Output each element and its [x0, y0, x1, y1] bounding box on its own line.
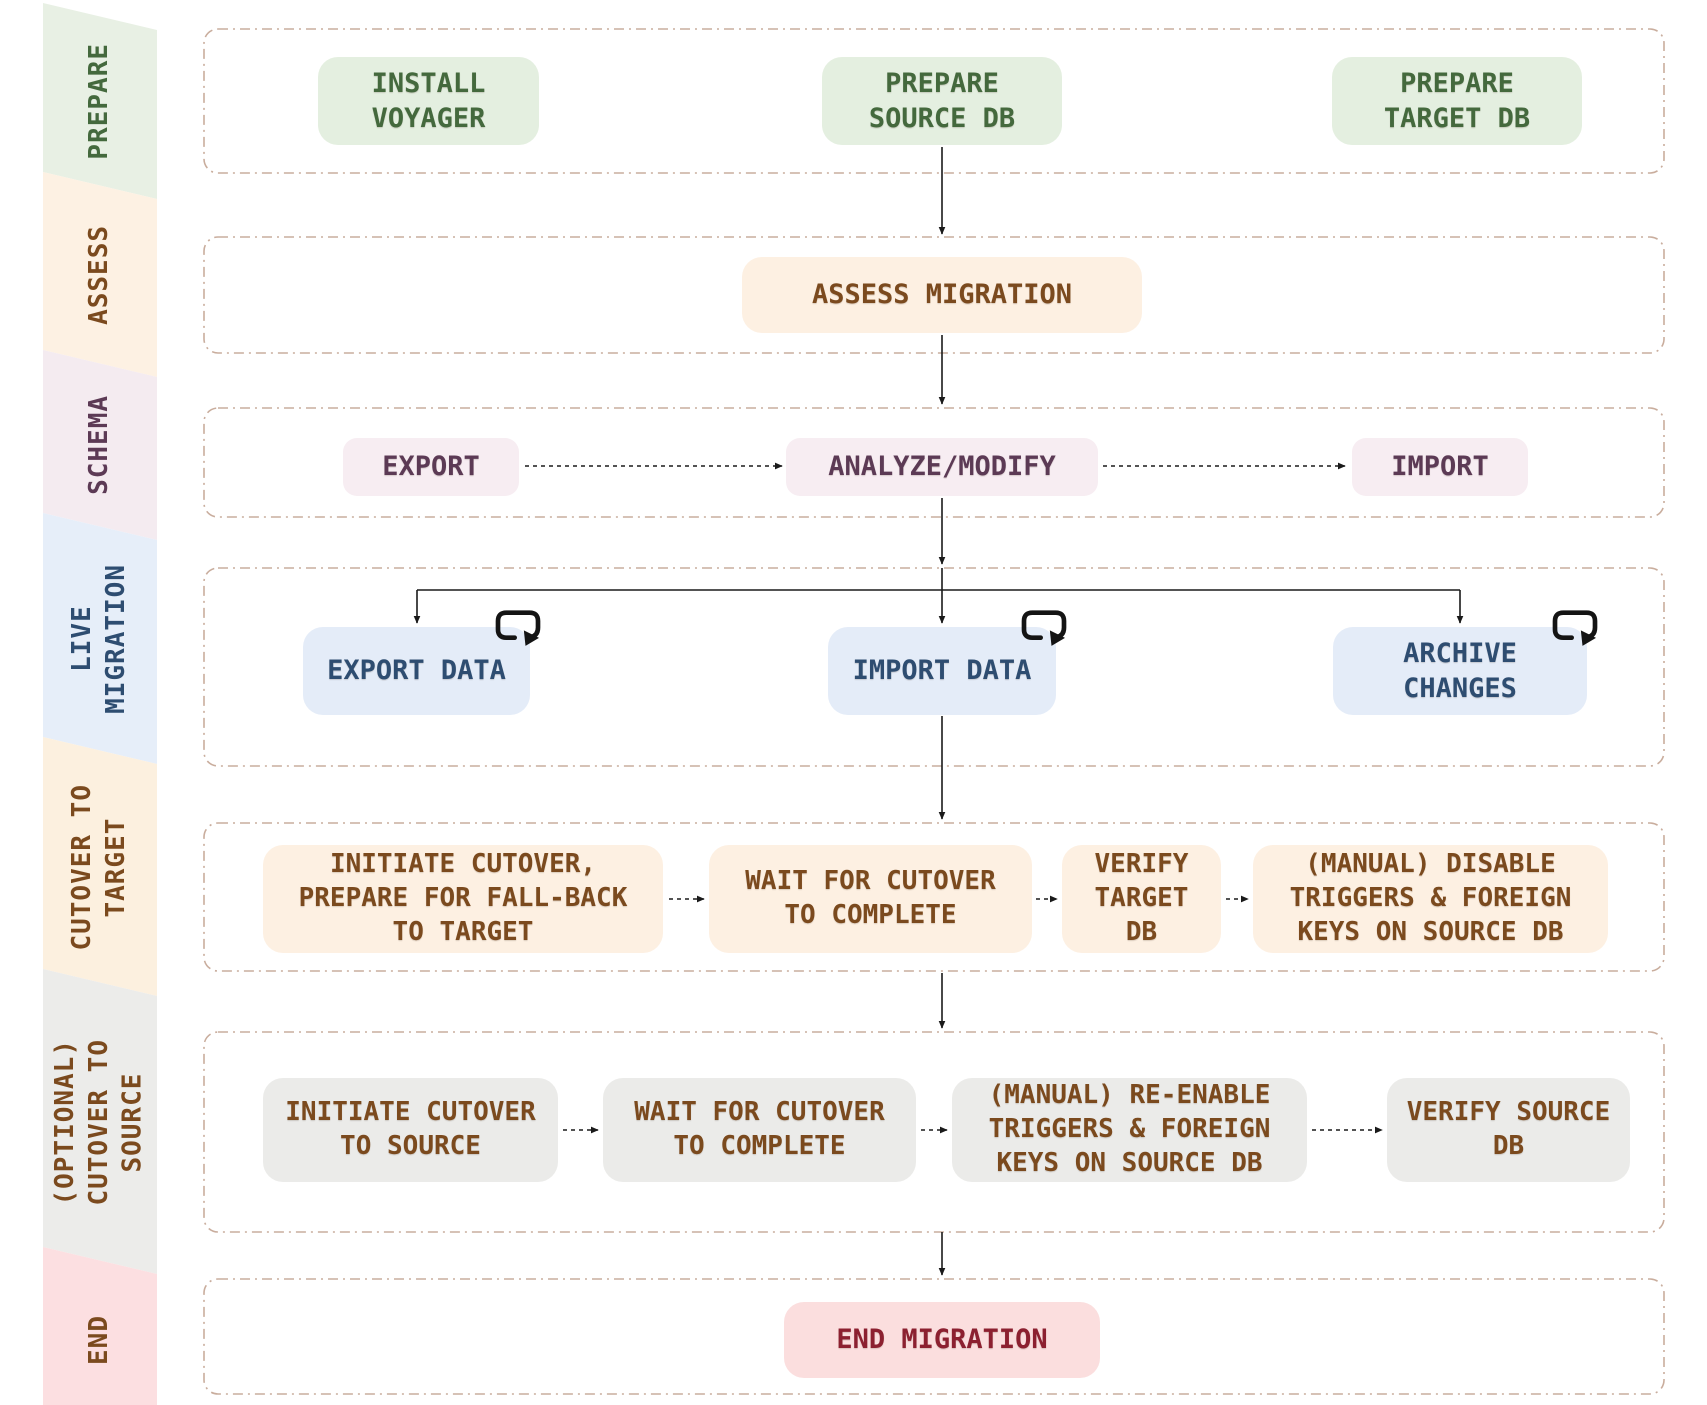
stage-row-optional-cutover-to-source: INITIATE CUTOVER TO SOURCE WAIT FOR CUTO… — [204, 1032, 1664, 1232]
step-label: ARCHIVE CHANGES — [1403, 637, 1517, 704]
stage-row-cutover-to-target: INITIATE CUTOVER, PREPARE FOR FALL-BACK … — [204, 823, 1664, 971]
step-import-schema: IMPORT — [1352, 438, 1528, 496]
step-label: (MANUAL) RE-ENABLE TRIGGERS & FOREIGN KE… — [988, 1080, 1271, 1178]
repeat-loop-icon — [1021, 610, 1067, 646]
repeat-loop-icon — [495, 610, 541, 646]
step-manual-disable-triggers: (MANUAL) DISABLE TRIGGERS & FOREIGN KEYS… — [1253, 845, 1608, 953]
step-label: VERIFY SOURCE DB — [1406, 1097, 1611, 1161]
step-label: IMPORT — [1391, 451, 1489, 483]
step-label: WAIT FOR CUTOVER TO COMPLETE — [634, 1097, 885, 1161]
step-label: PREPARE TARGET DB — [1383, 67, 1531, 134]
step-label: IMPORT DATA — [852, 655, 1032, 687]
step-label: VERIFY TARGET DB — [1094, 849, 1189, 947]
step-prepare-source-db: PREPARE SOURCE DB — [822, 57, 1062, 145]
step-install-voyager: INSTALL VOYAGER — [318, 57, 539, 145]
step-verify-source-db: VERIFY SOURCE DB — [1387, 1078, 1630, 1182]
step-manual-reenable-triggers: (MANUAL) RE-ENABLE TRIGGERS & FOREIGN KE… — [952, 1078, 1307, 1182]
step-label: PREPARE SOURCE DB — [868, 67, 1016, 134]
step-initiate-cutover-to-source: INITIATE CUTOVER TO SOURCE — [263, 1078, 558, 1182]
step-label: INITIATE CUTOVER, PREPARE FOR FALL-BACK … — [298, 849, 628, 947]
stage-row-prepare: INSTALL VOYAGER PREPARE SOURCE DB PREPAR… — [204, 29, 1664, 173]
stage-row-live-migration: EXPORT DATA IMPORT DATA ARCHIVE CHANGES — [204, 568, 1664, 766]
step-label: EXPORT DATA — [327, 655, 506, 687]
repeat-loop-icon — [1552, 610, 1598, 646]
step-label: ASSESS MIGRATION — [811, 279, 1073, 311]
step-export-schema: EXPORT — [343, 438, 519, 496]
stage-row-schema: EXPORT ANALYZE/MODIFY IMPORT — [204, 408, 1664, 517]
step-prepare-target-db: PREPARE TARGET DB — [1332, 57, 1582, 145]
step-label: WAIT FOR CUTOVER TO COMPLETE — [745, 866, 996, 930]
step-wait-for-cutover-target: WAIT FOR CUTOVER TO COMPLETE — [709, 845, 1032, 953]
step-label: END MIGRATION — [836, 1324, 1048, 1356]
stage-row-end: END MIGRATION — [204, 1279, 1664, 1394]
step-label: EXPORT — [382, 451, 480, 483]
step-initiate-cutover-to-target: INITIATE CUTOVER, PREPARE FOR FALL-BACK … — [263, 845, 663, 953]
stage-row-assess: ASSESS MIGRATION — [204, 237, 1664, 353]
step-archive-changes: ARCHIVE CHANGES — [1333, 610, 1598, 715]
step-label: ANALYZE/MODIFY — [828, 451, 1056, 483]
step-analyze-modify-schema: ANALYZE/MODIFY — [786, 438, 1098, 496]
step-wait-for-cutover-source: WAIT FOR CUTOVER TO COMPLETE — [603, 1078, 916, 1182]
step-label: INITIATE CUTOVER TO SOURCE — [285, 1097, 536, 1161]
step-verify-target-db: VERIFY TARGET DB — [1062, 845, 1221, 953]
step-import-data: IMPORT DATA — [828, 610, 1067, 715]
step-assess-migration: ASSESS MIGRATION — [742, 257, 1142, 333]
step-export-data: EXPORT DATA — [303, 610, 541, 715]
step-end-migration: END MIGRATION — [784, 1302, 1100, 1378]
step-label: (MANUAL) DISABLE TRIGGERS & FOREIGN KEYS… — [1289, 849, 1572, 947]
step-label: INSTALL VOYAGER — [371, 67, 486, 134]
